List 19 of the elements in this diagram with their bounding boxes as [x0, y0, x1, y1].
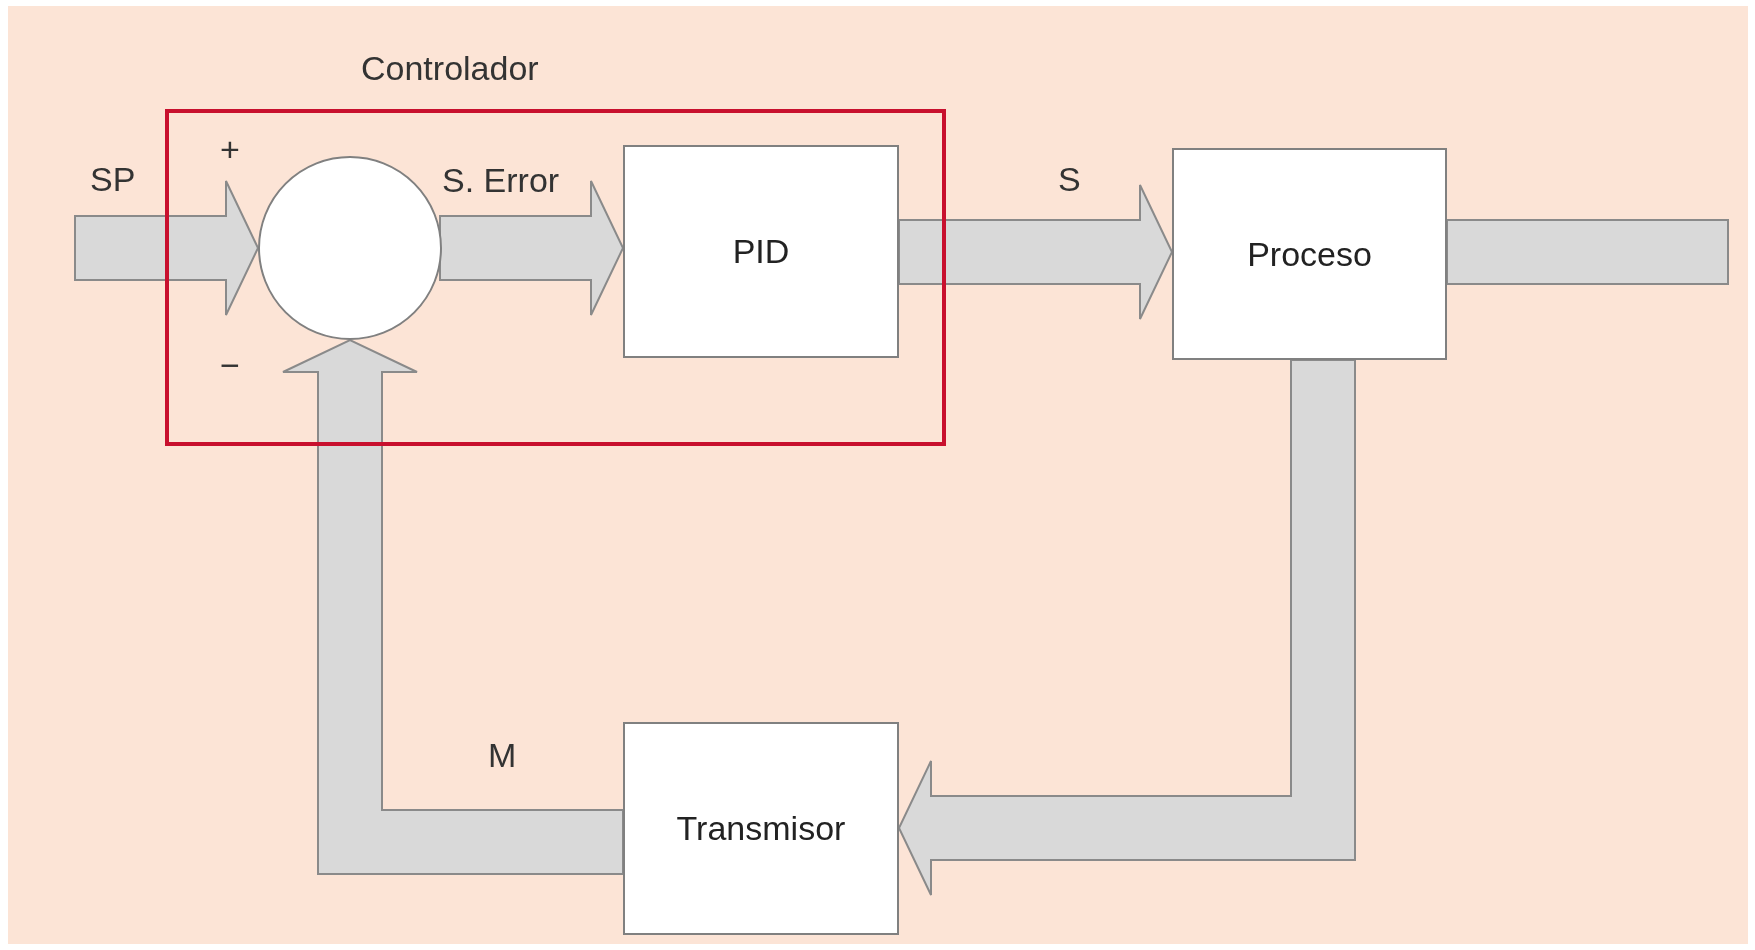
process-box	[1172, 148, 1447, 360]
block-label: Transmisor	[676, 809, 846, 848]
edge-label: SP	[90, 162, 136, 196]
block-label: PID	[732, 232, 790, 271]
edge-label: M	[488, 738, 517, 772]
process-box	[623, 145, 899, 358]
edge-label: S. Error	[442, 163, 560, 197]
process-box	[623, 722, 899, 935]
block-arrow	[74, 180, 260, 316]
block-arrow	[897, 359, 1356, 896]
block-arrow	[439, 180, 625, 316]
block-label: Proceso	[1247, 234, 1372, 274]
sign-label: +	[220, 132, 240, 166]
edge-label: S	[1058, 162, 1081, 196]
signal-band	[1446, 219, 1729, 285]
block-arrow	[282, 338, 624, 875]
block-arrow	[898, 184, 1174, 320]
sign-label: −	[220, 348, 240, 382]
group-title: Controlador	[361, 49, 539, 88]
